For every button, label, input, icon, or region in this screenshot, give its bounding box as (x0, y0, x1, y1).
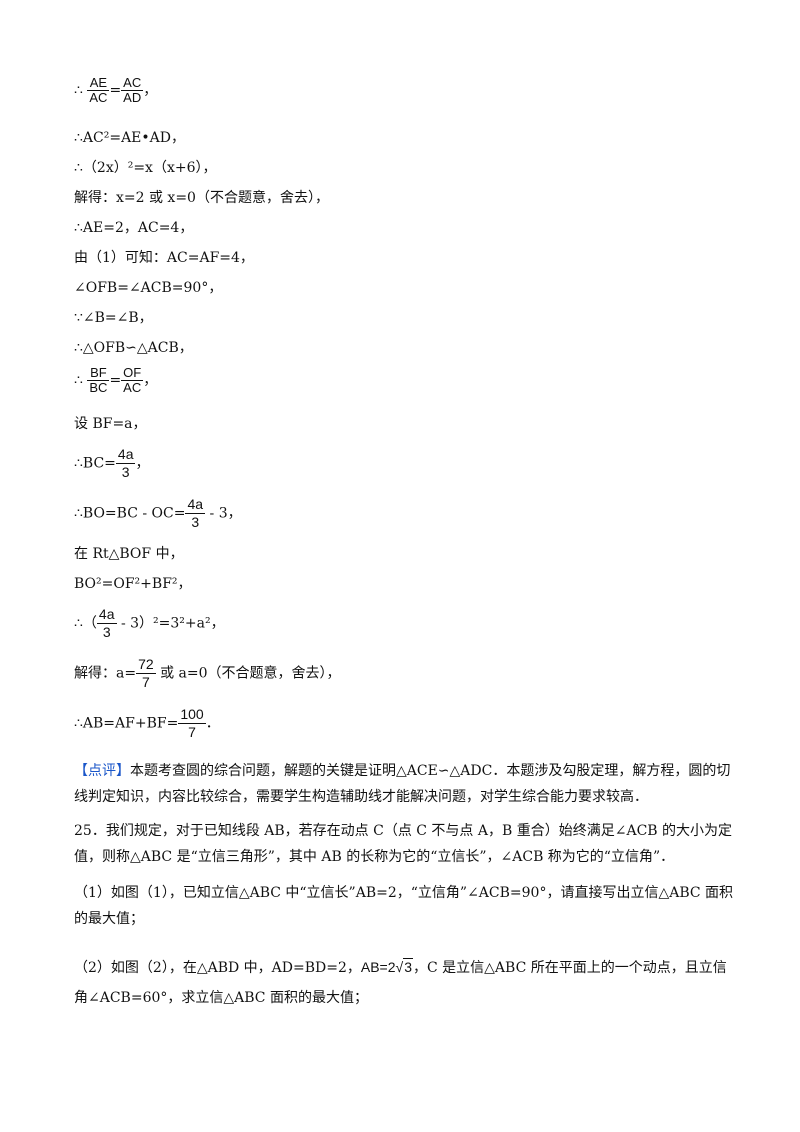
bo-equation: ∴BO=BC - OC= 4a 3 - 3， (74, 496, 242, 530)
comment-paragraph: 【点评】本题考查圆的综合问题，解题的关键是证明△ACE∽△ADC．本题涉及勾股定… (74, 758, 734, 810)
solution-line: ∠OFB=∠ACB=90°， (74, 280, 223, 296)
bc-equation: ∴BC= 4a 3 ， (74, 446, 150, 480)
comment-text: 本题考查圆的综合问题，解题的关键是证明△ACE∽△ADC．本题涉及勾股定理，解方… (74, 763, 731, 805)
a-solution-line: 解得：a= 72 7 或 a=0（不合题意，舍去）， (74, 656, 341, 690)
fraction-of-ac: OF AC (121, 365, 144, 395)
ratio-line-ae-ac: ∴ AE AC = AC AD ， (74, 75, 158, 105)
fraction-4a-3: 4a 3 (96, 606, 117, 640)
fraction-bf-bc: BF BC (87, 365, 110, 395)
question-25-part1: （1）如图（1），已知立信△ABC 中“立信长”AB=2，“立信角”∠ACB=9… (74, 885, 734, 927)
question-25-part2: （2）如图（2），在△ABD 中，AD=BD=2，AB=2√3，C 是立信△AB… (74, 958, 727, 1006)
solution-line: BO²=OF²+BF²， (74, 576, 192, 592)
solution-line: ∵∠B=∠B， (74, 310, 153, 326)
therefore-symbol: ∴ (74, 372, 83, 389)
fraction-4a-3: 4a 3 (185, 496, 206, 530)
solution-line: 在 Rt△BOF 中， (74, 546, 184, 562)
solution-line: ∴AE=2，AC=4， (74, 220, 194, 236)
solution-line: ∴△OFB∽△ACB， (74, 340, 193, 356)
question-25-intro: 25．我们规定，对于已知线段 AB，若存在动点 C（点 C 不与点 A，B 重合… (74, 823, 733, 865)
solution-line: 设 BF=a， (74, 416, 147, 432)
solution-line: ∴AC²=AE•AD， (74, 130, 185, 146)
pythagoras-equation: ∴（ 4a 3 - 3）²=3²+a²， (74, 606, 225, 640)
ab-result-line: ∴AB=AF+BF= 100 7 ． (74, 706, 220, 740)
fraction-4a-3: 4a 3 (115, 446, 136, 480)
solution-line: 解得：x=2 或 x=0（不合题意，舍去）， (74, 190, 329, 206)
fraction-ae-ac: AE AC (87, 75, 110, 105)
fraction-ac-ad: AC AD (121, 75, 144, 105)
sqrt-sign: √ (395, 959, 404, 975)
therefore-symbol: ∴ (74, 82, 83, 99)
ab-radical-expression: AB=2√3 (360, 958, 413, 975)
solution-line: ∴（2x）²=x（x+6）， (74, 160, 217, 176)
solution-line: 由（1）可知：AC=AF=4， (74, 250, 254, 266)
fraction-100-7: 100 7 (178, 706, 206, 740)
ratio-line-bf-bc: ∴ BF BC = OF AC ， (74, 365, 158, 395)
fraction-72-7: 72 7 (136, 656, 156, 690)
comment-tag: 【点评】 (74, 763, 130, 779)
